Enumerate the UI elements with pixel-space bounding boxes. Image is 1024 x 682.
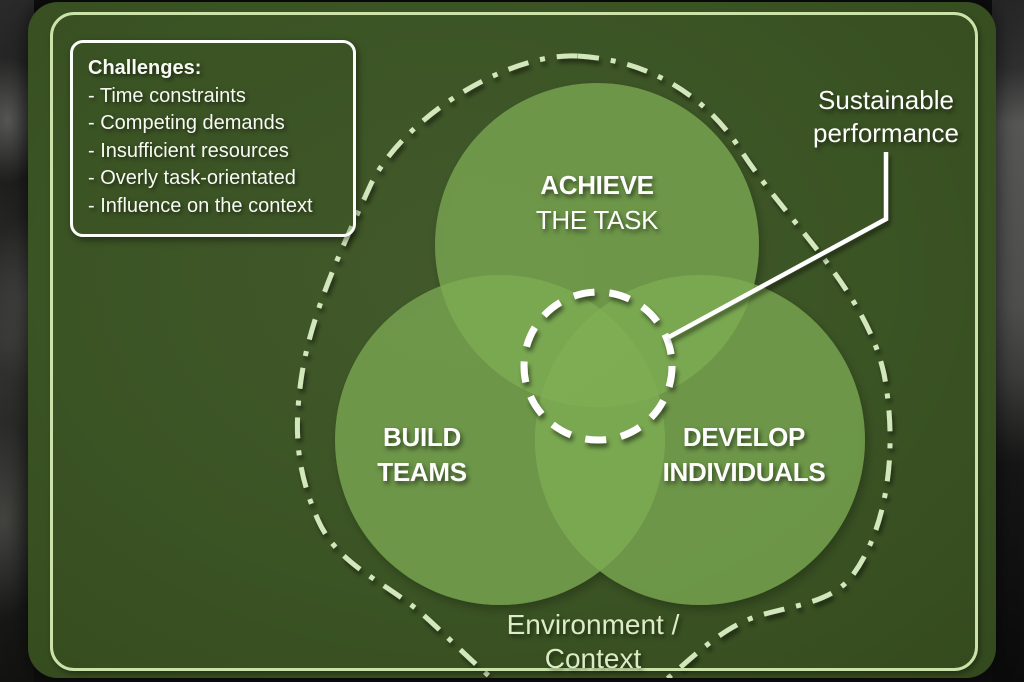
sustainable-performance-line2: performance (813, 118, 959, 148)
challenges-box: Challenges: - Time constraints - Competi… (70, 40, 356, 237)
environment-context-label: Environment / Context (507, 608, 680, 676)
achieve-task-line2: THE TASK (535, 205, 659, 235)
sustainable-performance-line1: Sustainable (818, 85, 954, 115)
develop-individuals-label: DEVELOP INDIVIDUALS (663, 420, 826, 490)
environment-context-line2: Context (544, 643, 642, 674)
challenge-item: - Overly task-orientated (88, 167, 296, 189)
callout-connector-line (667, 152, 889, 339)
achieve-task-line1: ACHIEVE (540, 170, 654, 200)
challenge-item: - Insufficient resources (88, 139, 289, 162)
circle-develop-individuals (535, 275, 865, 605)
sustainable-performance-label: Sustainable performance (813, 84, 959, 150)
venn-circles (335, 83, 865, 605)
build-teams-line1: BUILD (383, 422, 461, 452)
build-teams-label: BUILD TEAMS (377, 420, 467, 490)
develop-individuals-line1: DEVELOP (682, 422, 806, 452)
build-teams-line2: TEAMS (377, 457, 467, 487)
develop-individuals-line2: INDIVIDUALS (662, 457, 826, 487)
environment-boundary-dashes (294, 53, 893, 678)
core-dashed-circle (520, 288, 676, 444)
challenge-item: - Competing demands (88, 112, 285, 134)
background-photo-right (992, 0, 1024, 682)
slide: Challenges: - Time constraints - Competi… (28, 2, 996, 678)
environment-context-line1: Environment / (506, 609, 680, 640)
challenges-title: Challenges: (88, 57, 202, 79)
challenge-item: - Influence on the context (88, 194, 313, 217)
venn-diagram (294, 53, 893, 678)
achieve-task-label: ACHIEVE THE TASK (535, 168, 659, 238)
challenge-item: - Time constraints (88, 84, 246, 107)
